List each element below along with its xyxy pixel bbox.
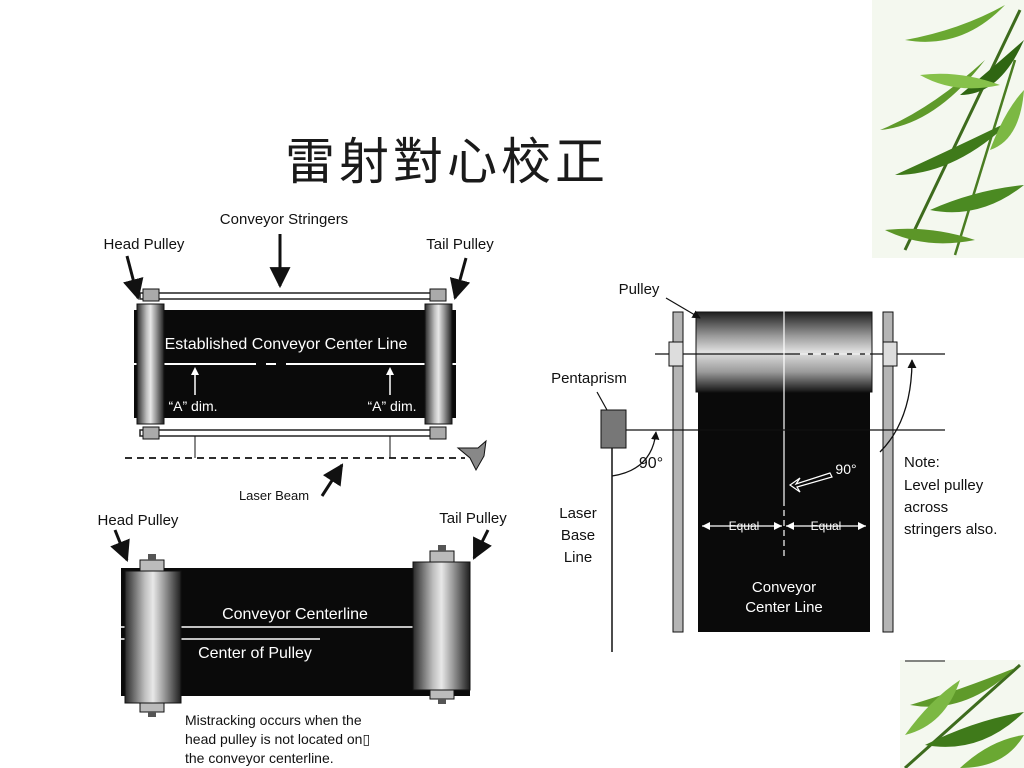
bottom-tail-pulley-roller — [412, 561, 471, 691]
label-established-center-line: Established Conveyor Center Line — [165, 336, 408, 353]
label-a-dim-left: “A” dim. — [169, 398, 218, 414]
note-line-4: stringers also. — [904, 521, 997, 538]
left-stringer-post — [672, 311, 684, 633]
label-pentaprism: Pentaprism — [551, 370, 627, 387]
caption-line-2: head pulley is not located on▯ — [185, 731, 370, 747]
label-angle-90-left: 90° — [639, 455, 663, 472]
label-a-dim-right: “A” dim. — [368, 398, 417, 414]
caption-line-1: Mistracking occurs when the — [185, 712, 362, 728]
note-line-3: across — [904, 499, 948, 516]
label-top-tail-pulley: Tail Pulley — [426, 236, 494, 253]
label-line: Line — [564, 549, 592, 566]
label-bottom-head-pulley: Head Pulley — [98, 512, 179, 529]
label-bottom-tail-pulley: Tail Pulley — [439, 510, 507, 527]
laser-device-icon — [456, 439, 487, 472]
label-equal-left: Equal — [729, 519, 760, 533]
note-line-2: Level pulley — [904, 477, 984, 494]
note-line-1: Note: — [904, 454, 940, 471]
label-center-of-pulley: Center of Pulley — [198, 645, 312, 662]
bottom-head-pulley-roller — [124, 570, 182, 704]
pentaprism-icon — [600, 409, 627, 449]
bottom-conveyor-diagram — [110, 529, 492, 717]
label-conveyor: Conveyor — [752, 579, 816, 596]
label-top-head-pulley: Head Pulley — [104, 236, 185, 253]
caption-line-3: the conveyor centerline. — [185, 750, 334, 766]
bamboo-leaves-top-decoration — [872, 0, 1024, 258]
label-laser: Laser — [559, 505, 597, 522]
label-equal-right: Equal — [811, 519, 842, 533]
label-center-line: Center Line — [745, 599, 823, 616]
head-pulley-roller — [136, 303, 165, 425]
slide-title: 雷射對心校正 — [285, 133, 609, 191]
label-laser-beam: Laser Beam — [239, 488, 309, 503]
bottom-stringer — [139, 429, 446, 437]
label-conveyor-stringers: Conveyor Stringers — [220, 211, 348, 228]
right-laser-alignment-diagram — [596, 297, 945, 662]
label-conveyor-centerline: Conveyor Centerline — [222, 606, 368, 623]
bamboo-leaves-bottom-decoration — [900, 660, 1024, 768]
top-stringer — [139, 292, 446, 300]
right-stringer-post — [882, 311, 894, 633]
tail-pulley-roller — [424, 303, 453, 425]
label-angle-90-center: 90° — [835, 461, 856, 477]
top-conveyor-diagram — [123, 234, 487, 497]
label-base: Base — [561, 527, 595, 544]
label-pulley: Pulley — [619, 281, 660, 298]
